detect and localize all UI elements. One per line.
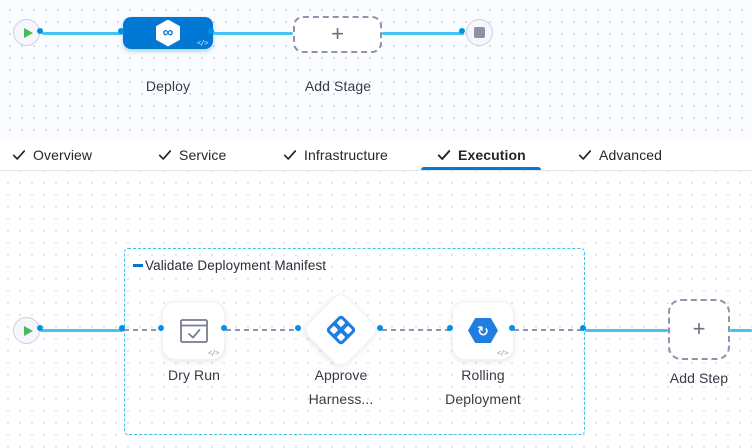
tab-overview[interactable]: Overview [12,140,92,170]
connector-port[interactable] [118,324,125,331]
tab-label: Advanced [599,147,663,163]
connector-port[interactable] [220,324,227,331]
check-icon [12,150,26,160]
connector-port[interactable] [294,324,301,331]
yaml-code-icon: </> [196,39,209,47]
stage-graph-canvas: ∞ </> Deploy + Add Stage [0,0,752,140]
connector-port[interactable] [458,27,465,34]
connector-port[interactable] [157,324,164,331]
tab-label: Service [179,147,227,163]
step-connector-dashed [226,328,300,332]
collapse-dash-icon [133,264,143,267]
check-icon [437,150,451,160]
add-step-label: Add Step [669,370,729,386]
step-connector-dashed [382,328,452,332]
check-icon [158,150,172,160]
step-connector-dashed [124,328,163,332]
tab-label: Infrastructure [304,147,388,163]
rolling-deployment-step-label: Rolling Deployment [445,367,521,407]
play-icon [23,325,33,336]
play-icon [23,27,33,38]
tab-label: Execution [458,147,526,163]
deploy-stage-label: Deploy [145,78,191,94]
connector-port[interactable] [508,324,515,331]
plus-icon: + [331,20,344,46]
cd-hexagon-icon: ∞ [156,19,180,47]
infinity-icon: ∞ [162,24,174,41]
step-connector-line [585,328,668,332]
step-group-container [124,248,585,435]
tab-service[interactable]: Service [158,140,226,170]
rolling-deployment-step-node[interactable]: ↻ </> [452,301,514,360]
tab-execution[interactable]: Execution [437,140,526,170]
rolling-deployment-icon: ↻ [468,318,498,343]
dry-run-window-check-icon [179,318,208,343]
stage-connector-line [213,31,293,35]
connector-port[interactable] [376,324,383,331]
connector-port[interactable] [579,324,586,331]
connector-port[interactable] [446,324,453,331]
harness-approval-icon [326,315,356,345]
active-tab-indicator [421,167,541,170]
rolling-arrow-icon: ↻ [477,322,489,339]
deploy-stage-node[interactable]: ∞ </> [123,17,213,49]
pipeline-start-node [13,19,40,46]
check-icon [578,150,592,160]
tab-label: Overview [33,147,93,163]
step-connector-line [730,328,752,332]
execution-start-node [13,317,40,344]
stop-icon [474,27,485,38]
step-connector-dashed [514,328,585,332]
step-group-label: Validate Deployment Manifest [145,258,327,273]
approve-step-label: Approve Harness... [308,367,374,407]
connector-port[interactable] [36,27,43,34]
connector-port[interactable] [36,324,43,331]
tab-advanced[interactable]: Advanced [578,140,662,170]
approve-step-node[interactable] [301,290,381,370]
pipeline-end-node [466,19,493,46]
dry-run-step-node[interactable]: </> [162,301,225,360]
step-connector-line [40,328,124,332]
step-group-header[interactable]: Validate Deployment Manifest [133,258,326,273]
connector-port[interactable] [207,27,214,34]
add-stage-button[interactable]: + [293,16,382,53]
connector-port[interactable] [117,27,124,34]
stage-connector-line [42,31,123,35]
dry-run-step-label: Dry Run [167,367,221,383]
stage-config-tabs: Overview Service Infrastructure Executio… [0,140,752,171]
execution-graph-canvas: Validate Deployment Manifest </> Dry Run [0,171,752,448]
yaml-code-icon: </> [207,349,220,357]
add-stage-label: Add Stage [304,78,372,94]
yaml-code-icon: </> [496,349,509,357]
check-icon [283,150,297,160]
stage-connector-line [382,31,464,35]
add-step-button[interactable]: + [668,299,730,360]
tab-infrastructure[interactable]: Infrastructure [283,140,388,170]
plus-icon: + [692,315,706,341]
